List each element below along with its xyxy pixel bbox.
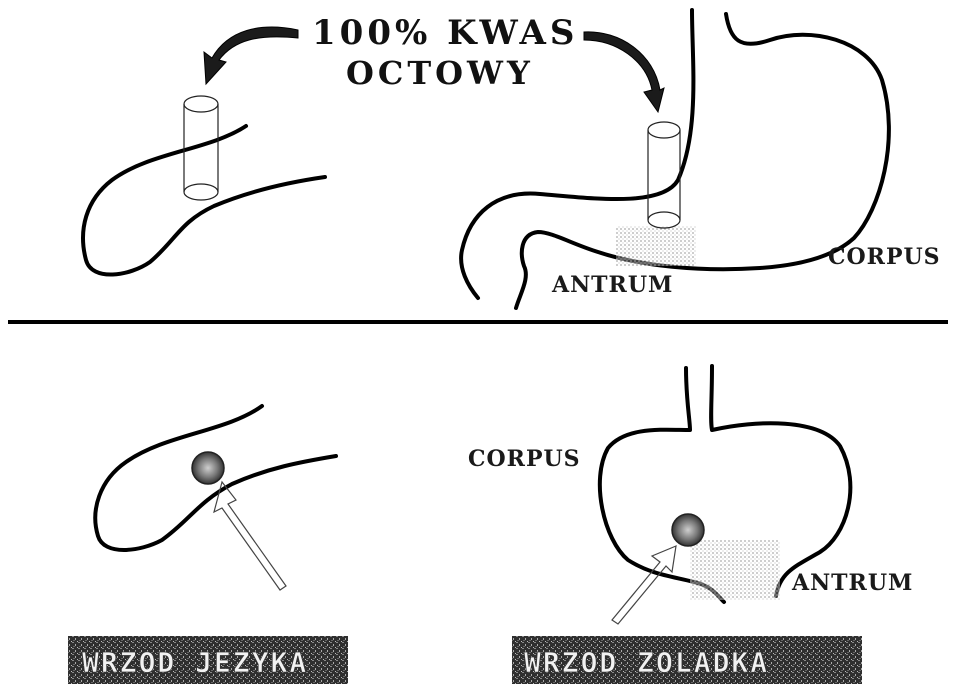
label-corpus-top: CORPUS bbox=[828, 244, 941, 270]
label-antrum-bottom: ANTRUM bbox=[791, 570, 913, 596]
label-antrum-top: ANTRUM bbox=[551, 272, 673, 298]
title-line-2: OCTOWY bbox=[346, 54, 534, 92]
banner-tongue-ulcer-text: WRZOD JEZYKA bbox=[82, 646, 308, 679]
title-line-1: 100% KWAS bbox=[312, 13, 578, 53]
ulcer-lesion-stomach bbox=[672, 514, 704, 546]
curved-arrow-left-icon bbox=[204, 27, 298, 84]
pointer-arrow-stomach-icon bbox=[612, 546, 676, 624]
antrum-shading-bottom bbox=[690, 540, 780, 600]
antrum-shading-top bbox=[616, 226, 696, 266]
banner-tongue-ulcer: WRZOD JEZYKA bbox=[68, 636, 348, 684]
label-corpus-bottom: CORPUS bbox=[468, 446, 581, 472]
pointer-arrow-tongue-icon bbox=[214, 482, 286, 590]
curved-arrow-right-icon bbox=[584, 32, 664, 112]
banner-stomach-ulcer: WRZOD ZOLADKA bbox=[512, 636, 862, 684]
ulcer-lesion-tongue bbox=[192, 452, 224, 484]
acid-cylinder-right bbox=[648, 122, 680, 228]
banner-stomach-ulcer-text: WRZOD ZOLADKA bbox=[524, 646, 769, 679]
